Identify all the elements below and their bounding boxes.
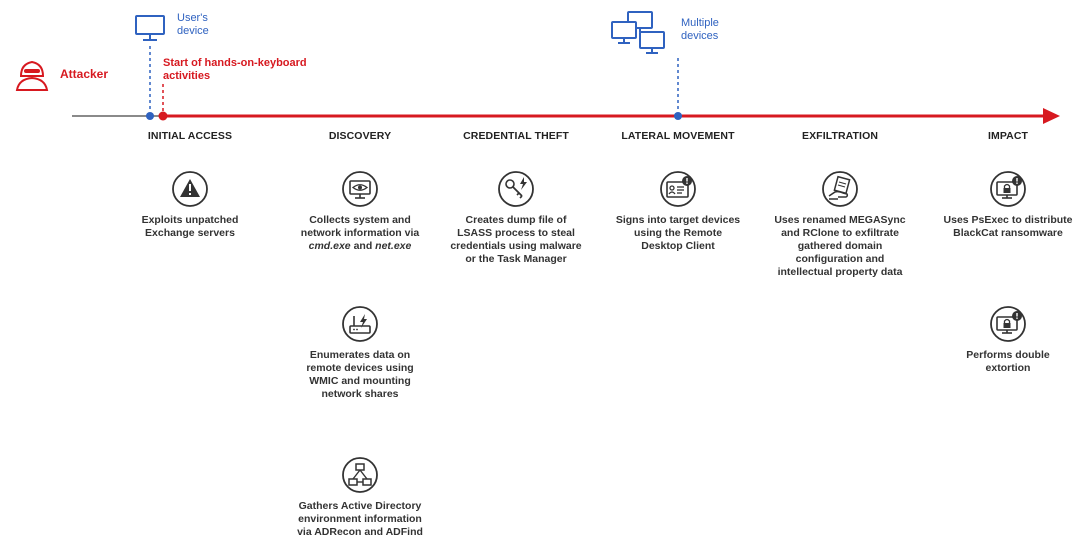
step-description: Collects system and network information … <box>285 214 435 253</box>
users-device-label-line1: User's <box>177 12 208 24</box>
step-exfiltrate-data: Uses renamed MEGASync and RClone to exfi… <box>765 170 915 279</box>
step-enumerate-remote-devices: Enumerates data on remote devices using … <box>285 305 435 401</box>
step-description: Uses PsExec to distribute BlackCat ranso… <box>933 214 1077 240</box>
desc-line: LSASS process to steal <box>457 227 575 239</box>
warning-icon <box>172 171 208 207</box>
desc-line: extortion <box>985 362 1031 374</box>
directory-network-icon <box>342 457 378 493</box>
command-net: net.exe <box>375 240 412 252</box>
desc-line: Desktop Client <box>641 240 715 252</box>
phase-credential-theft: CREDENTIAL THEFT <box>463 130 569 142</box>
users-device-label-line2: device <box>177 25 209 37</box>
step-description: Performs double extortion <box>933 349 1077 375</box>
desc-line: network information via <box>300 227 420 239</box>
hand-document-icon <box>822 171 858 207</box>
desc-line: network shares <box>321 388 399 400</box>
phase-impact: IMPACT <box>987 130 1029 142</box>
desc-line: BlackCat ransomware <box>953 227 1063 239</box>
id-card-alert-icon <box>660 171 696 207</box>
phase-lateral-movement: LATERAL MOVEMENT <box>621 130 735 142</box>
phase-exfiltration: EXFILTRATION <box>801 130 879 142</box>
desc-line: Enumerates data on <box>309 349 411 361</box>
desc-line: environment information <box>298 513 422 525</box>
desc-line: Signs into target devices <box>615 214 741 226</box>
multiple-devices-label-line1: Multiple <box>681 17 719 29</box>
locked-monitor-icon <box>990 306 1026 342</box>
start-marker-dot <box>158 111 168 121</box>
monitor-eye-icon <box>342 171 378 207</box>
start-marker-label-line2: activities <box>163 70 211 82</box>
users-device-icon <box>135 15 165 41</box>
phase-discovery: DISCOVERY <box>328 130 392 142</box>
locked-monitor-icon <box>990 171 1026 207</box>
attacker-label: Attacker <box>60 67 109 81</box>
step-description: Creates dump file of LSASS process to st… <box>441 214 591 266</box>
router-bolt-icon <box>342 306 378 342</box>
multiple-devices-label-line2: devices <box>681 30 719 42</box>
phase-initial-access: INITIAL ACCESS <box>147 130 233 142</box>
desc-line: intellectual property data <box>777 266 903 278</box>
step-exploit-exchange: Exploits unpatched Exchange servers <box>115 170 265 240</box>
desc-line: gathered domain <box>797 240 883 252</box>
timeline-arrowhead <box>1043 108 1060 124</box>
attacker-icon <box>15 60 49 91</box>
desc-line: remote devices using <box>306 362 414 374</box>
step-description: Signs into target devices using the Remo… <box>603 214 753 253</box>
step-gather-active-directory: Gathers Active Directory environment inf… <box>285 456 435 539</box>
step-description: Exploits unpatched Exchange servers <box>115 214 265 240</box>
step-description: Uses renamed MEGASync and RClone to exfi… <box>765 214 915 279</box>
step-double-extortion: Performs double extortion <box>933 305 1077 375</box>
desc-line: Creates dump file of <box>465 214 567 226</box>
desc-line: configuration and <box>795 253 885 265</box>
start-marker-label-line1: Start of hands-on-keyboard <box>163 57 307 69</box>
joiner: and <box>350 240 376 252</box>
step-description: Enumerates data on remote devices using … <box>285 349 435 401</box>
start-marker-label: Start of hands-on-keyboard activities <box>163 57 307 83</box>
desc-line: via ADRecon and ADFind <box>297 526 423 538</box>
command-cmd: cmd.exe <box>308 240 351 252</box>
desc-line: or the Task Manager <box>465 253 567 265</box>
multiple-devices-label: Multiple devices <box>681 17 719 43</box>
desc-line-italic: cmd.exe and net.exe <box>285 240 435 253</box>
desc-line: Gathers Active Directory <box>298 500 422 512</box>
desc-line: Exploits unpatched <box>141 214 239 226</box>
step-dump-lsass: Creates dump file of LSASS process to st… <box>441 170 591 266</box>
desc-line: and RClone to exfiltrate <box>781 227 899 239</box>
step-description: Gathers Active Directory environment inf… <box>285 500 435 539</box>
desc-line: credentials using malware <box>450 240 582 252</box>
multiple-devices-dot <box>674 112 682 120</box>
users-device-dot <box>146 112 154 120</box>
key-bolt-icon <box>498 171 534 207</box>
desc-line: Exchange servers <box>145 227 235 239</box>
step-distribute-ransomware: Uses PsExec to distribute BlackCat ranso… <box>933 170 1077 240</box>
users-device-label: User's device <box>177 12 209 38</box>
step-remote-desktop: Signs into target devices using the Remo… <box>603 170 753 253</box>
desc-line: using the Remote <box>633 227 723 239</box>
multiple-devices-icon <box>611 11 665 54</box>
desc-line: Uses renamed MEGASync <box>774 214 906 226</box>
step-collect-system-info: Collects system and network information … <box>285 170 435 253</box>
desc-line: Uses PsExec to distribute <box>943 214 1073 226</box>
desc-line: Collects system and <box>309 214 411 226</box>
desc-line: Performs double <box>966 349 1050 361</box>
desc-line: WMIC and mounting <box>309 375 411 387</box>
